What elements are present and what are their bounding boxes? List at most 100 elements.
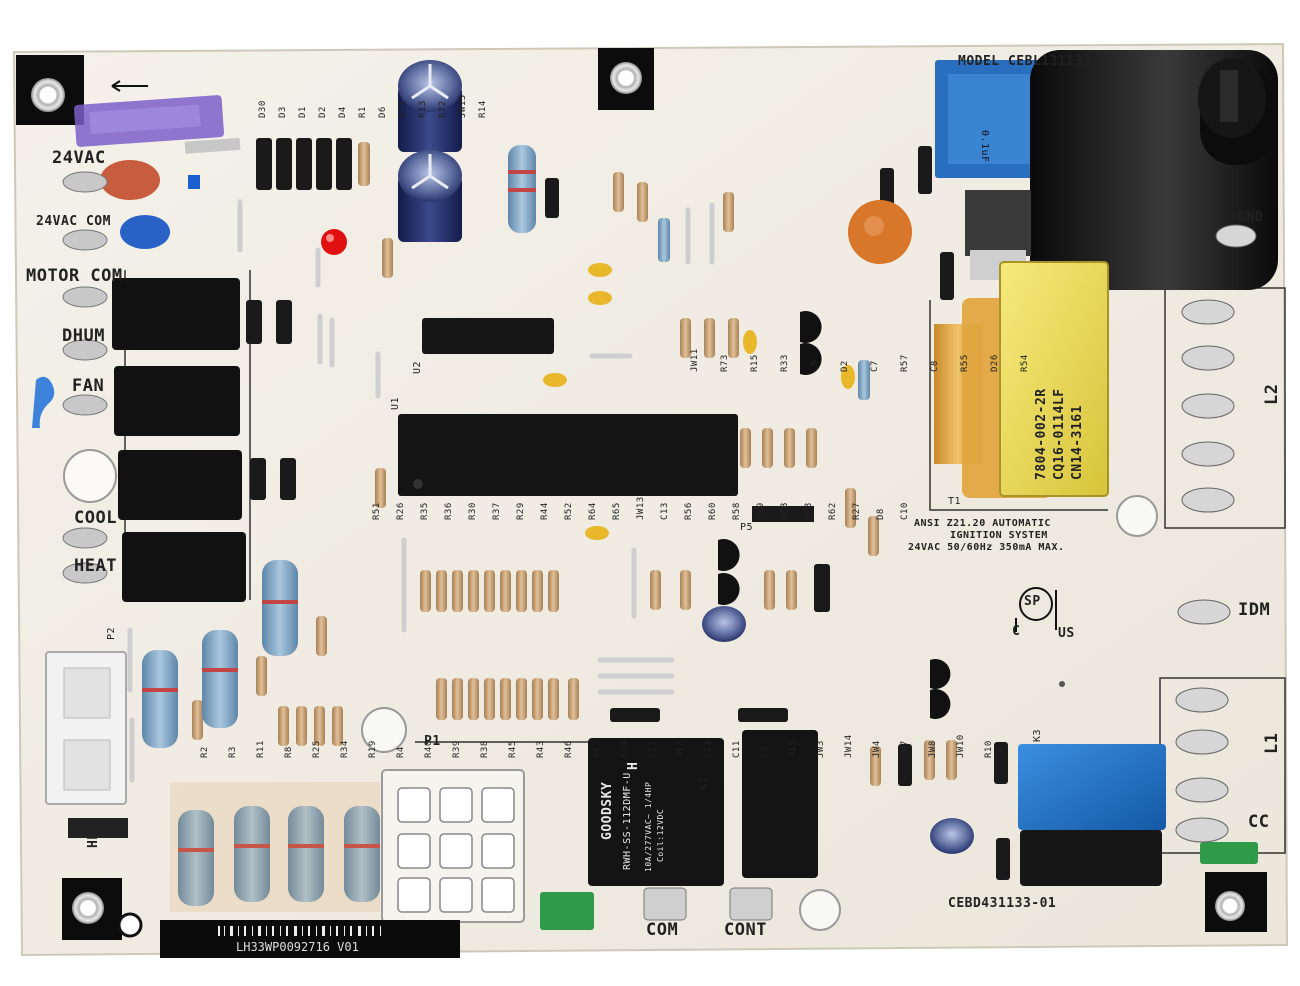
ref-designator: JW8 — [928, 740, 938, 758]
ref-designator: R10 — [984, 740, 994, 758]
terminal-idm-label: IDM — [1238, 600, 1271, 620]
terminal-cc-label: CC — [1248, 812, 1270, 832]
ref-designator: R64 — [588, 502, 598, 520]
ref-designator: R44 — [540, 502, 550, 520]
ref-designator: R74 — [620, 740, 630, 758]
ref-designator: D11 — [648, 740, 658, 758]
ref-designator: R54 — [1020, 354, 1030, 372]
ref-designator: D4 — [338, 106, 348, 118]
ref-designator: JW15 — [458, 94, 468, 118]
terminal-cont-label: CONT — [724, 920, 767, 940]
cert-mark: SP — [1024, 594, 1041, 609]
connector-p1 — [381, 769, 525, 923]
part-number: CEBD431133-01 — [948, 896, 1057, 911]
ref-designator: JW11 — [690, 348, 700, 372]
model-text: MODEL CEBL131133 — [958, 54, 1092, 69]
relay-k1-mark: H — [626, 761, 641, 770]
power-resistors — [142, 560, 380, 906]
resistor-bank — [278, 570, 579, 746]
terminal-heat-label: HEAT — [74, 556, 117, 576]
transformer-code-3: CN14-3161 — [1070, 405, 1085, 480]
ref-designator: JW3 — [816, 740, 826, 758]
ref-designator: D14 — [704, 740, 714, 758]
ref-designator: R1 — [358, 106, 368, 118]
ref-designator: D15 — [788, 740, 798, 758]
terminal-24vac-com-label: 24VAC COM — [36, 214, 111, 229]
relay-k1-model: RWH-SS-112DMF-U — [622, 772, 633, 870]
cert-c: C — [1012, 624, 1021, 639]
relay-k1-spec: 10A/277VAC~ 1/4HP — [644, 781, 653, 872]
terminal-fan-label: FAN — [72, 376, 105, 396]
ref-designator: R26 — [396, 502, 406, 520]
terminal-l1-label: L1 — [1262, 732, 1282, 754]
ref-designator: C7 — [870, 360, 880, 372]
transformer — [934, 261, 1109, 498]
ref-designator: R30 — [468, 502, 478, 520]
ref-designator: R71 — [398, 100, 408, 118]
ref-designator: R52 — [564, 502, 574, 520]
ref-designator: JW7 — [900, 740, 910, 758]
ref-designator: R43 — [536, 740, 546, 758]
ref-designator: R2 — [200, 746, 210, 758]
ansi-line-3: 24VAC 50/60Hz 350mA MAX. — [908, 542, 1065, 553]
terminal-l2-label: L2 — [1262, 383, 1282, 405]
ref-designator: R59 — [756, 502, 766, 520]
mounting-holes — [16, 48, 1267, 940]
ref-designator: R38 — [480, 740, 490, 758]
ref-designator: JW14 — [844, 734, 854, 758]
ref-designator: D2 — [840, 360, 850, 372]
ref-designator: C11 — [732, 740, 742, 758]
ref-designator: R29 — [516, 502, 526, 520]
ref-designator: R72 — [438, 100, 448, 118]
p2-label: P2 — [106, 626, 117, 640]
ref-designator: C10 — [900, 502, 910, 520]
u2-label: U2 — [412, 360, 423, 374]
p5-label: P5 — [740, 522, 754, 533]
relay-k1-brand: GOODSKY — [600, 781, 615, 840]
fuse — [73, 95, 241, 154]
transformer-code-1: 7804-002-2R — [1034, 388, 1049, 480]
ref-designator: C6 — [810, 360, 820, 372]
xcap-label: 0.1uF — [979, 130, 990, 163]
ref-designator: D8 — [876, 508, 886, 520]
ref-designator: R42 — [592, 740, 602, 758]
ref-designator: R3 — [228, 746, 238, 758]
ref-designator: R68 — [780, 502, 790, 520]
ref-designator: R34 — [340, 740, 350, 758]
transformer-ref: T1 — [948, 496, 962, 507]
ref-designator: C13 — [660, 502, 670, 520]
ref-designator: R33 — [780, 354, 790, 372]
ansi-line-1: ANSI Z21.20 AUTOMATIC — [914, 518, 1051, 529]
ref-designator: R55 — [960, 354, 970, 372]
fan-relays — [112, 278, 246, 602]
transformer-code-2: CQ16-0114LF — [1052, 388, 1067, 480]
ref-designator: R56 — [684, 502, 694, 520]
ref-designator: D1 — [298, 106, 308, 118]
terminal-cool-label: COOL — [74, 508, 117, 528]
ref-designator: R25 — [312, 740, 322, 758]
ref-designator: R35 — [420, 502, 430, 520]
barcode-serial: LH33WP0092716 V01 — [236, 940, 359, 954]
ref-designator: R65 — [612, 502, 622, 520]
k3-label: K3 — [1032, 728, 1043, 742]
ref-designator: R63 — [804, 502, 814, 520]
terminal-motor-com-label: MOTOR COM — [26, 266, 123, 286]
ref-designator: D3 — [278, 106, 288, 118]
relay-k1-coil: Coil:12VDC — [656, 808, 665, 862]
ref-designator: R73 — [720, 354, 730, 372]
ref-designator: D2 — [318, 106, 328, 118]
ref-designator: R62 — [828, 502, 838, 520]
ref-designator: R14 — [478, 100, 488, 118]
terminal-dhum-label: DHUM — [62, 326, 105, 346]
ref-designator: C8 — [930, 360, 940, 372]
ref-designator: R36 — [444, 502, 454, 520]
u1-label: U1 — [390, 396, 401, 410]
ref-designator: R45 — [508, 740, 518, 758]
ref-designator: R27 — [852, 502, 862, 520]
terminal-hdh-label: HDH — [86, 823, 101, 848]
ref-designator: R8 — [284, 746, 294, 758]
ref-designator: D30 — [258, 100, 268, 118]
ref-designator: R60 — [708, 502, 718, 520]
ref-designator: R39 — [452, 740, 462, 758]
ref-designator: R13 — [418, 100, 428, 118]
